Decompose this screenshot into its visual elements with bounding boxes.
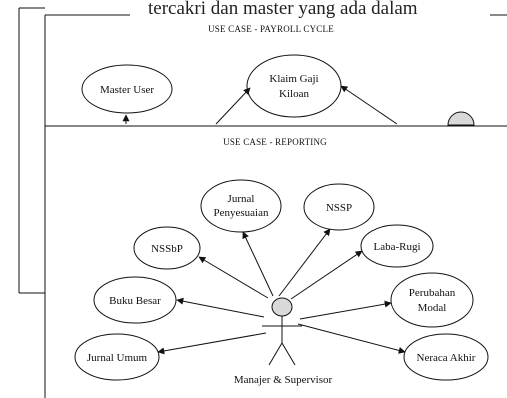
nssp-label: NSSP xyxy=(326,202,352,214)
actor-head xyxy=(271,297,293,317)
klaim-gaji-label-line1: Klaim Gaji xyxy=(269,73,318,85)
master-user-label: Master User xyxy=(100,84,154,96)
use-case-perubahan-modal: Perubahan Modal xyxy=(390,272,474,328)
neraca-akhir-label: Neraca Akhir xyxy=(417,352,476,364)
jurnal-penyesuaian-label-line2: Penyesuaian xyxy=(214,207,269,219)
use-case-buku-besar: Buku Besar xyxy=(93,276,177,324)
use-case-master-user: Master User xyxy=(81,64,173,114)
assoc-jurnal-umum xyxy=(157,332,267,355)
assoc-neraca-akhir xyxy=(297,323,406,354)
payroll-actor-head xyxy=(447,111,475,126)
jurnal-penyesuaian-label-line1: Jurnal xyxy=(228,193,255,205)
buku-besar-label: Buku Besar xyxy=(109,295,161,307)
reporting-associations xyxy=(157,228,406,355)
actor-right-leg xyxy=(281,342,296,366)
use-case-jurnal-penyesuaian: Jurnal Penyesuaian xyxy=(200,179,282,233)
payroll-panel-title: USE CASE - PAYROLL CYCLE xyxy=(208,24,334,34)
perubahan-modal-label-line1: Perubahan xyxy=(409,287,456,299)
use-case-nssp: NSSP xyxy=(303,183,375,231)
assoc-nssp xyxy=(278,228,331,297)
reporting-panel-title: USE CASE - REPORTING xyxy=(223,137,327,147)
laba-rugi-label: Laba-Rugi xyxy=(373,241,420,253)
assoc-nssbp xyxy=(198,256,269,299)
klaim-gaji-association-left xyxy=(215,87,251,125)
assoc-laba-rugi xyxy=(290,250,363,300)
assoc-jurnal-penyesuaian xyxy=(242,231,274,297)
assoc-buku-besar xyxy=(176,297,265,318)
klaim-gaji-label-line2: Kiloan xyxy=(279,88,309,100)
payroll-panel: USE CASE - PAYROLL CYCLE xyxy=(44,14,507,126)
use-case-laba-rugi: Laba-Rugi xyxy=(360,224,434,268)
reporting-panel: USE CASE - REPORTING xyxy=(44,125,507,398)
klaim-gaji-association-right xyxy=(340,85,398,125)
perubahan-modal-label-line2: Modal xyxy=(418,302,447,314)
use-case-klaim-gaji: Klaim Gaji Kiloan xyxy=(246,54,342,118)
actor-left-leg xyxy=(268,342,283,366)
actor-manajer-supervisor xyxy=(262,297,302,366)
actor-label: Manajer & Supervisor xyxy=(234,374,333,386)
use-case-neraca-akhir: Neraca Akhir xyxy=(403,333,489,381)
use-case-jurnal-umum: Jurnal Umum xyxy=(74,333,160,381)
use-case-nssbp: NSSbP xyxy=(133,226,201,270)
nssbp-label: NSSbP xyxy=(151,243,183,255)
assoc-perubahan-modal xyxy=(299,300,392,320)
jurnal-umum-label: Jurnal Umum xyxy=(87,352,148,364)
top-text-fragment: tercakri dan master yang ada dalam xyxy=(148,0,418,19)
outer-frame xyxy=(18,7,45,294)
